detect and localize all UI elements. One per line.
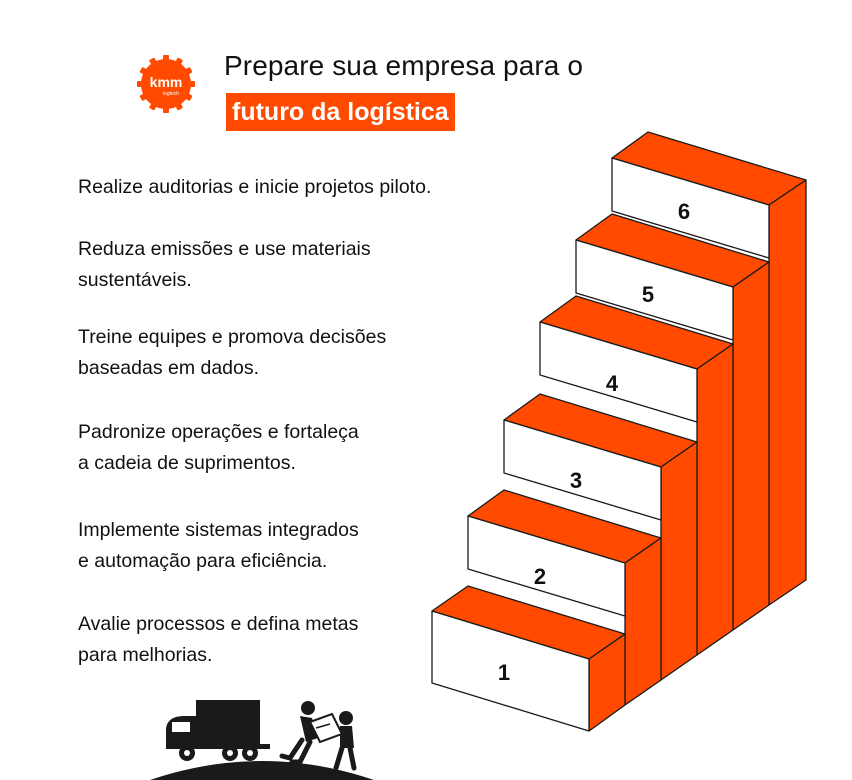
step-4-text-line2: baseadas em dados. [78, 357, 260, 379]
step-6-text-line1: Realize auditorias e inicie projetos pil… [78, 176, 432, 198]
truck-icon [166, 700, 270, 761]
step-number-1: 1 [498, 660, 510, 685]
stair-step-6 [611, 131, 807, 606]
step-number-5: 5 [642, 282, 654, 307]
step-1-description: Avalie processos e defina metas para mel… [78, 609, 498, 671]
stair-step-4 [539, 295, 734, 656]
stair-step-2 [467, 489, 662, 706]
kmm-logo: kmm logtech [137, 55, 195, 113]
step-5-text-line1: Reduza emissões e use materiais [78, 238, 371, 260]
hill-shape [150, 761, 374, 780]
step-3-text-line2: a cadeia de suprimentos. [78, 452, 296, 474]
step-5-description: Reduza emissões e use materiais sustentá… [78, 234, 498, 296]
step-1-text-line2: para melhorias. [78, 644, 213, 666]
step-4-text-line1: Treine equipes e promova decisões [78, 326, 387, 348]
step-1-text-line1: Avalie processos e defina metas [78, 613, 359, 635]
step-number-3: 3 [570, 468, 582, 493]
step-6-description: Realize auditorias e inicie projetos pil… [78, 172, 498, 203]
step-3-text-line1: Padronize operações e fortaleça [78, 421, 359, 443]
movers-icon [279, 701, 357, 771]
step-2-text-line2: e automação para eficiência. [78, 550, 328, 572]
step-2-description: Implemente sistemas integrados e automaç… [78, 515, 498, 577]
step-2-text-line1: Implemente sistemas integrados [78, 519, 359, 541]
page-title: Prepare sua empresa para o [224, 50, 584, 81]
step-number-2: 2 [534, 564, 546, 589]
logo-subtext: logtech [163, 91, 179, 97]
step-4-description: Treine equipes e promova decisões basead… [78, 322, 498, 384]
stair-step-5 [575, 213, 770, 631]
step-number-6: 6 [678, 199, 690, 224]
page-title-highlight: futuro da logística [226, 93, 455, 131]
stair-step-1 [431, 585, 626, 732]
stair-step-3 [503, 393, 698, 681]
step-number-4: 4 [606, 371, 619, 396]
step-3-description: Padronize operações e fortaleça a cadeia… [78, 417, 498, 479]
step-5-text-line2: sustentáveis. [78, 269, 192, 291]
logo-text: kmm [150, 74, 183, 90]
